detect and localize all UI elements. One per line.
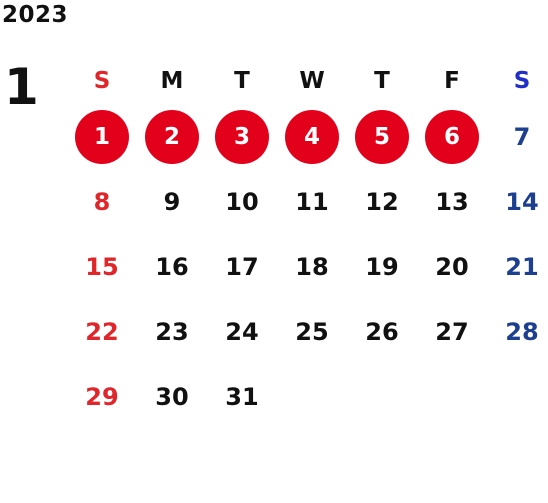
day-cell: 17 [225, 252, 259, 281]
day-cell: 29 [85, 382, 119, 411]
day-cell: 20 [435, 252, 469, 281]
weekday-header-thu: T [374, 68, 390, 94]
day-cell: 9 [163, 187, 181, 216]
day-cell [487, 364, 548, 429]
day-cell: 22 [85, 317, 119, 346]
day-cell: 16 [155, 252, 189, 281]
day-cell [417, 364, 487, 429]
day-cell: 25 [295, 317, 329, 346]
day-cell: 24 [225, 317, 259, 346]
day-cell [347, 364, 417, 429]
day-cell: 18 [295, 252, 329, 281]
day-cell: 26 [365, 317, 399, 346]
day-cell: 8 [93, 187, 111, 216]
day-cell: 21 [505, 252, 539, 281]
day-cell: 11 [295, 187, 329, 216]
day-cell: 15 [85, 252, 119, 281]
weekday-header-mon: M [160, 68, 184, 94]
day-cell: 12 [365, 187, 399, 216]
weekday-header-sat: S [513, 68, 531, 94]
holiday-marker: 3 [215, 109, 269, 164]
day-cell: 13 [435, 187, 469, 216]
holiday-marker: 2 [145, 109, 199, 164]
day-cell: 6 [417, 104, 487, 169]
month-number: 1 [4, 58, 39, 116]
weekday-header-wed: W [299, 68, 325, 94]
day-cell: 5 [347, 104, 417, 169]
day-cell: 23 [155, 317, 189, 346]
day-cell: 3 [207, 104, 277, 169]
day-cell: 14 [505, 187, 539, 216]
weekday-header-fri: F [444, 68, 460, 94]
day-cell: 28 [505, 317, 539, 346]
day-cell: 4 [277, 104, 347, 169]
day-cell: 2 [137, 104, 207, 169]
day-cell: 27 [435, 317, 469, 346]
day-cell: 7 [513, 122, 531, 151]
weekday-header-tue: T [234, 68, 250, 94]
day-cell: 10 [225, 187, 259, 216]
holiday-marker: 5 [355, 109, 409, 164]
day-cell [277, 364, 347, 429]
year-label: 2023 [2, 2, 69, 28]
holiday-marker: 4 [285, 109, 339, 164]
day-cell: 19 [365, 252, 399, 281]
holiday-marker: 1 [75, 109, 129, 164]
weekday-header-sun: S [93, 68, 111, 94]
holiday-marker: 6 [425, 109, 479, 164]
calendar-grid: S M T W T F S 1 2 3 4 5 6 7 8 9 10 11 12… [67, 58, 548, 429]
day-cell: 31 [225, 382, 259, 411]
day-cell: 1 [67, 104, 137, 169]
day-cell: 30 [155, 382, 189, 411]
